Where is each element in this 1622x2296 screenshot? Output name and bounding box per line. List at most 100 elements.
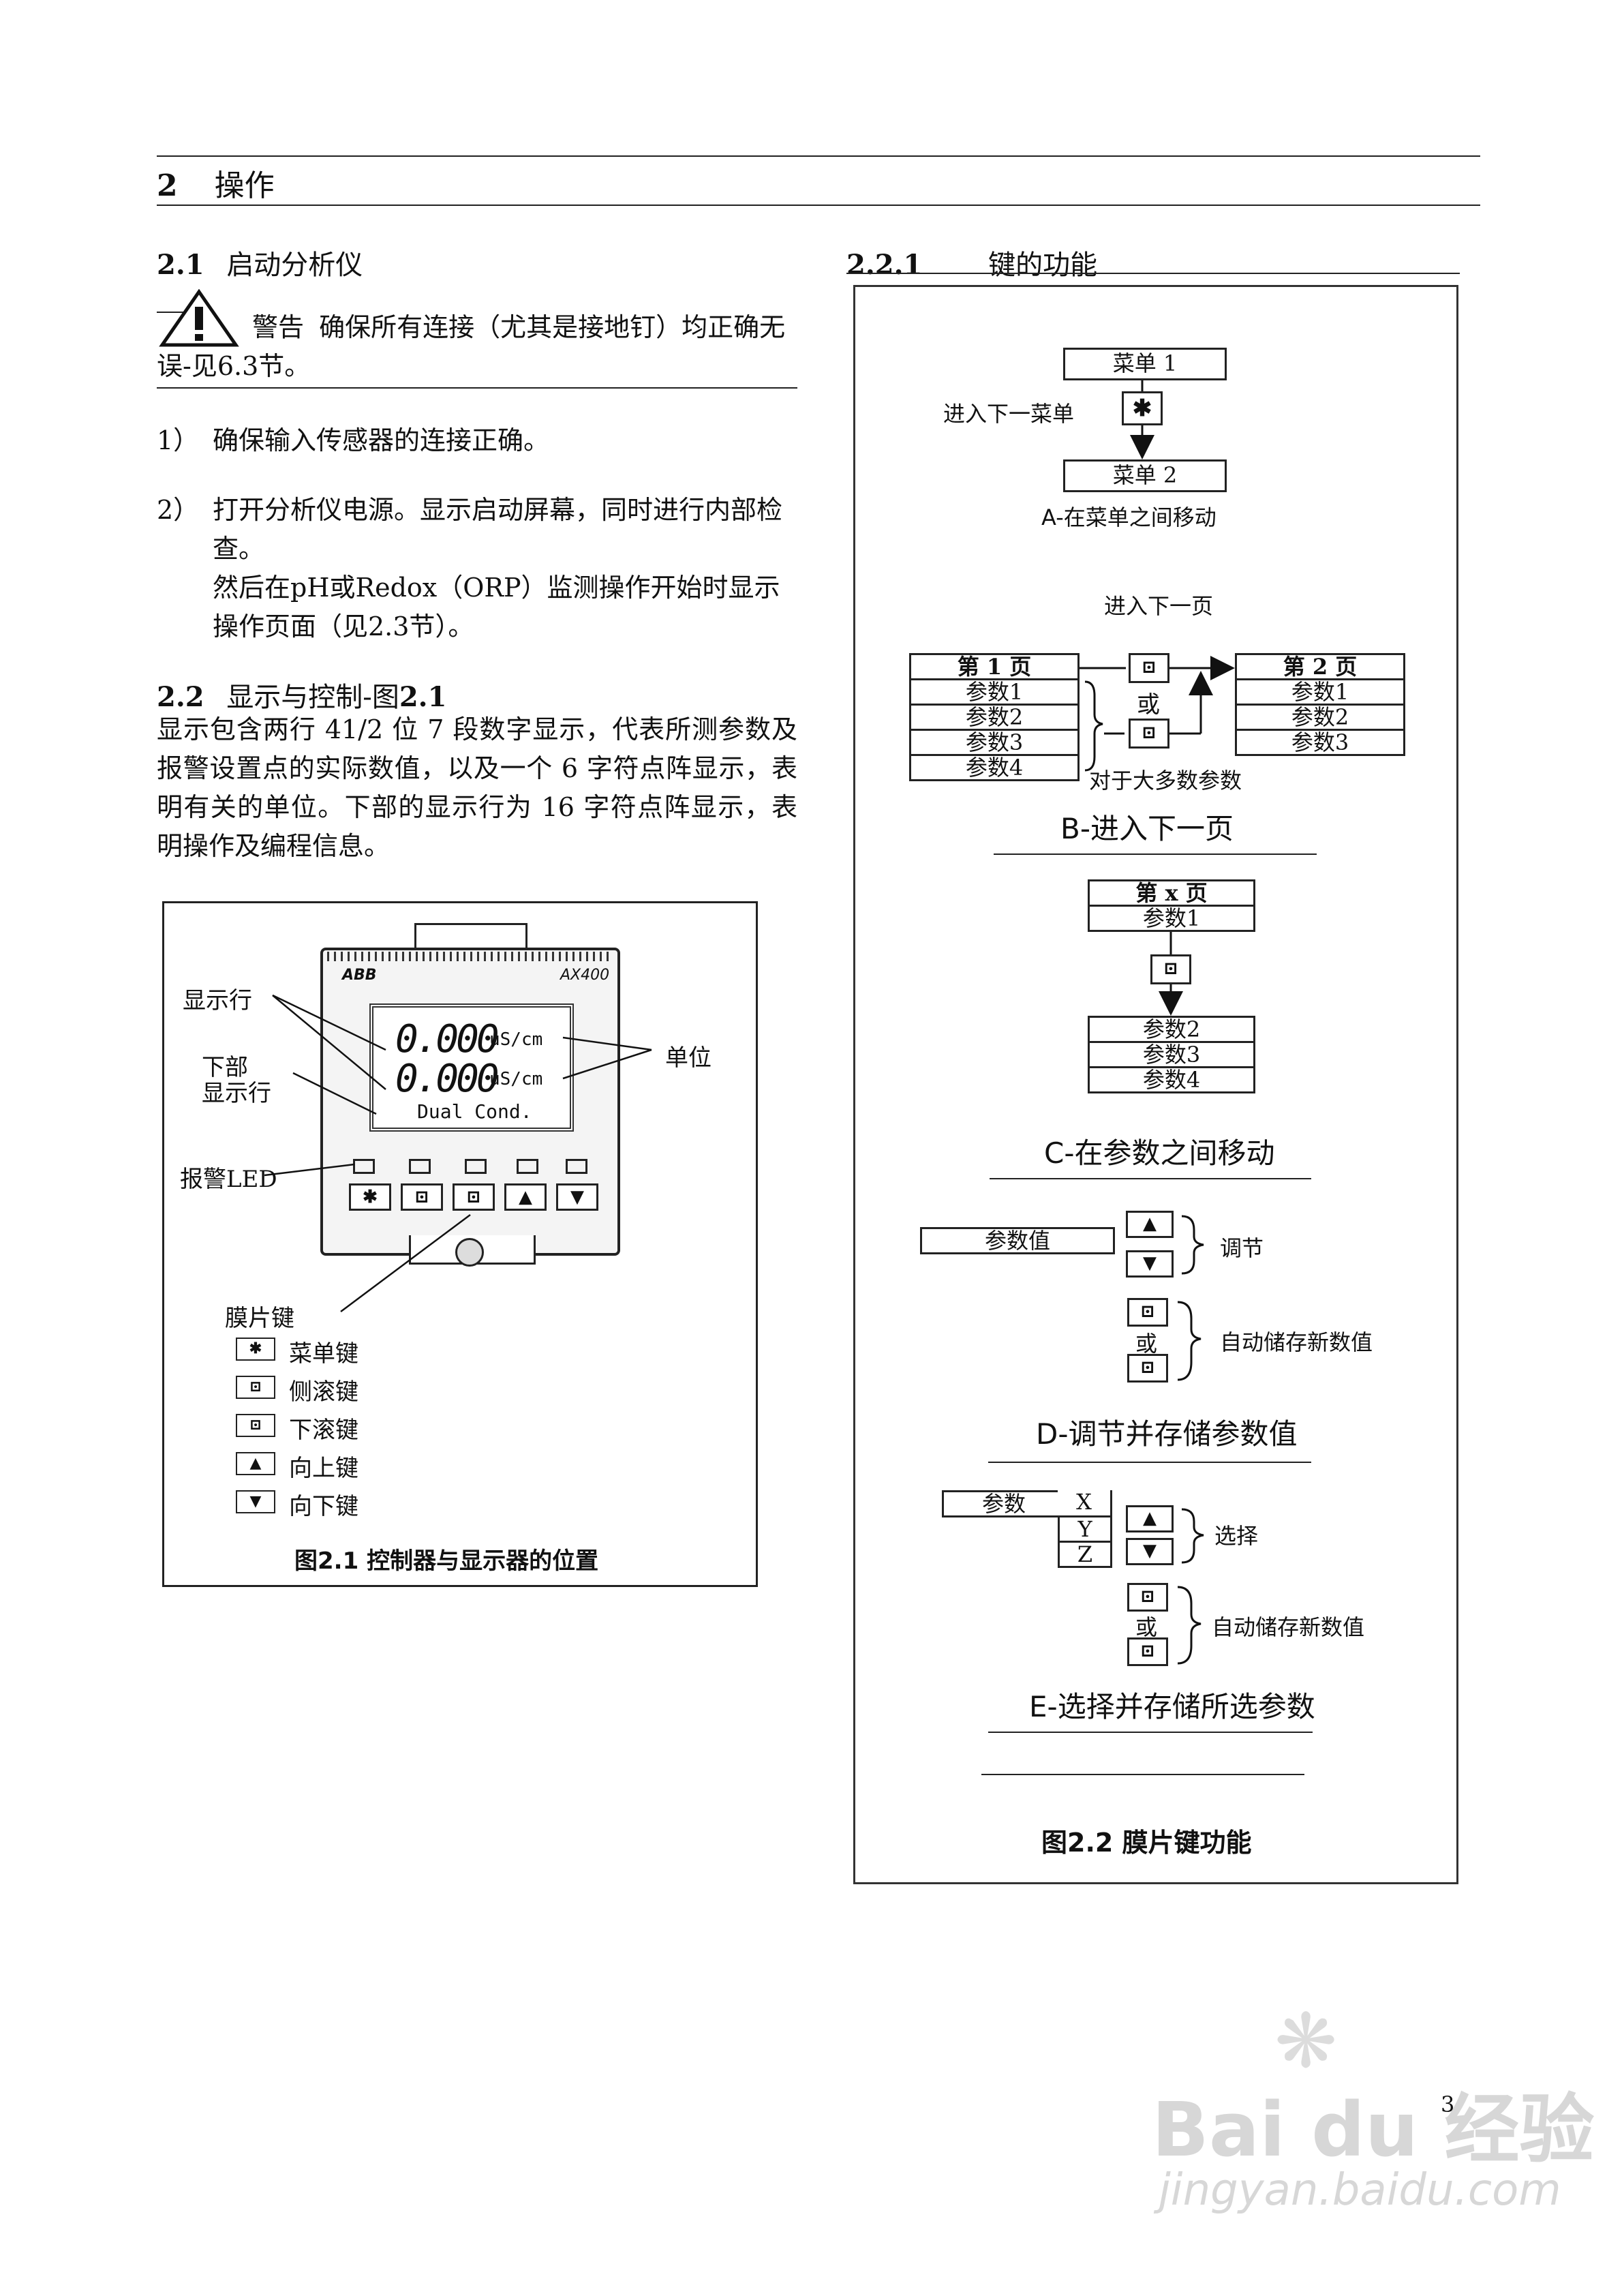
warning-rule-top xyxy=(157,312,198,313)
step1-text: 确保输入传感器的连接正确。 xyxy=(213,425,550,455)
caption-e: E-选择并存储所选参数 xyxy=(1029,1690,1315,1723)
s21-title: 启动分析仪 xyxy=(226,250,363,281)
caption-a: A-在菜单之间移动 xyxy=(1041,504,1216,530)
step2-num: 2） xyxy=(157,495,200,525)
watermark-brand-text: Bai du 经验 xyxy=(1152,2086,1595,2173)
watermark-brand: Bai du 经验 xyxy=(1152,2068,1594,2177)
next-page-label: 进入下一页 xyxy=(1104,593,1214,619)
label-lower-a: 下部 xyxy=(202,1054,248,1081)
caption-d: D-调节并存储参数值 xyxy=(1036,1417,1298,1451)
down-scroll-key-e[interactable]: ⊡ xyxy=(1127,1637,1168,1666)
s221-title: 键的功能 xyxy=(988,250,1098,281)
s221-heading: 2.2.1 键的功能 xyxy=(846,243,1097,282)
autosave-label-d: 自动储存新数值 xyxy=(1220,1329,1373,1355)
lcd-screen xyxy=(369,1003,574,1132)
warning-paragraph: 警告 确保所有连接（尤其是接地钉）均正确无误-见6.3节。 xyxy=(157,308,797,386)
page-2-header: 第 2 页 xyxy=(1235,653,1405,680)
divider-c xyxy=(990,1178,1311,1179)
device-up-key[interactable]: ▲ xyxy=(504,1183,547,1211)
model-label: AX400 xyxy=(560,967,610,984)
divider-b xyxy=(994,854,1317,855)
label-units: 单位 xyxy=(665,1044,711,1072)
s22-paragraph: 显示包含两行 41/2 位 7 段数字显示，代表所测参数及报警设置点的实际数值，… xyxy=(157,714,797,861)
figure-2-2 xyxy=(853,285,1458,1884)
device-down-scroll-key[interactable]: ⊡ xyxy=(453,1183,495,1211)
legend-down-key: 向下键 xyxy=(289,1493,358,1520)
lcd-unit-1: uS/cm xyxy=(489,1029,543,1050)
device-down-key[interactable]: ▼ xyxy=(556,1183,598,1211)
step2-text-a: 打开分析仪电源。显示启动屏幕，同时进行内部检查。 xyxy=(213,495,783,564)
up-key-e[interactable]: ▲ xyxy=(1126,1505,1174,1532)
device-side-scroll-key[interactable]: ⊡ xyxy=(401,1183,443,1211)
s22-title: 显示与控制-图 xyxy=(226,682,399,713)
option-z: Z xyxy=(1058,1541,1112,1568)
page-2-param-3: 参数3 xyxy=(1235,729,1405,756)
select-label: 选择 xyxy=(1214,1523,1259,1549)
legend-asterisk-icon: ✱ xyxy=(236,1338,275,1361)
legend-up-arrow-icon: ▲ xyxy=(236,1452,275,1475)
s22-title-bold: 2.1 xyxy=(399,681,447,713)
legend-down-scroll-key: 下滚键 xyxy=(289,1417,358,1444)
caption-c: C-在参数之间移动 xyxy=(1044,1136,1275,1170)
divider-d xyxy=(988,1462,1311,1463)
side-scroll-key-d[interactable]: ⊡ xyxy=(1127,1298,1168,1327)
section-number: 2 xyxy=(157,168,178,203)
down-key-d[interactable]: ▼ xyxy=(1126,1250,1174,1278)
option-x: X xyxy=(1058,1490,1112,1517)
autosave-label-e: 自动储存新数值 xyxy=(1212,1614,1365,1640)
label-lower-b: 显示行 xyxy=(202,1080,271,1107)
legend-side-scroll-key: 侧滚键 xyxy=(289,1378,358,1406)
divider-f xyxy=(981,1774,1304,1775)
warning-icon xyxy=(159,289,239,347)
page-1-param-4: 参数4 xyxy=(909,754,1080,781)
side-scroll-key-b-2[interactable]: ⊡ xyxy=(1129,719,1169,749)
device-screw xyxy=(455,1238,484,1267)
option-y: Y xyxy=(1058,1515,1112,1543)
down-key-e[interactable]: ▼ xyxy=(1126,1538,1174,1565)
warning-rule-bottom xyxy=(157,387,797,389)
paw-icon: ❋ xyxy=(1274,1997,1338,2085)
s221-rule xyxy=(846,273,1460,274)
legend-side-scroll-icon: ⊡ xyxy=(236,1376,275,1399)
alarm-led-5 xyxy=(566,1159,587,1174)
brand-logo: ABB xyxy=(342,967,377,984)
page-x-param-4: 参数4 xyxy=(1088,1066,1255,1093)
side-scroll-key-b-1[interactable]: ⊡ xyxy=(1129,653,1169,683)
down-scroll-key-d[interactable]: ⊡ xyxy=(1127,1354,1168,1383)
menu-2-box: 菜单 2 xyxy=(1063,459,1227,492)
adjust-label: 调节 xyxy=(1220,1235,1264,1261)
divider-e xyxy=(988,1732,1313,1733)
side-scroll-key-e[interactable]: ⊡ xyxy=(1127,1583,1168,1612)
page-2-param-2: 参数2 xyxy=(1235,704,1405,731)
step2-text-b: 然后在pH或Redox（ORP）监测操作开始时显示操作页面（见2.3节）。 xyxy=(213,573,780,641)
label-alarm-led: 报警LED xyxy=(180,1166,277,1193)
device-top-tab xyxy=(414,923,527,952)
heading-rule xyxy=(157,205,1480,206)
fig21-caption: 图2.1 控制器与显示器的位置 xyxy=(294,1547,599,1575)
s22-number: 2.2 xyxy=(157,681,204,713)
caption-b: B-进入下一页 xyxy=(1060,812,1234,845)
alarm-led-2 xyxy=(409,1159,431,1174)
step1-num: 1） xyxy=(157,425,200,455)
device-menu-key[interactable]: ✱ xyxy=(349,1183,391,1211)
legend-down-arrow-icon: ▼ xyxy=(236,1490,275,1513)
s22-heading: 2.2 显示与控制-图2.1 xyxy=(157,675,446,714)
alarm-led-1 xyxy=(353,1159,375,1174)
s21-number: 2.1 xyxy=(157,249,204,281)
up-key-d[interactable]: ▲ xyxy=(1126,1211,1174,1238)
or-e: 或 xyxy=(1135,1614,1158,1640)
device-grille xyxy=(327,952,613,961)
label-display-lines: 显示行 xyxy=(183,987,252,1014)
s221-number: 2.2.1 xyxy=(846,249,923,281)
lcd-unit-2: uS/cm xyxy=(489,1069,543,1089)
page-1-param-2: 参数2 xyxy=(909,704,1080,731)
warning-prefix: 警告 xyxy=(252,312,305,342)
warning-text: 确保所有连接（尤其是接地钉）均正确无误-见6.3节。 xyxy=(157,312,786,381)
menu-key-asterisk-icon[interactable]: ✱ xyxy=(1122,391,1163,425)
down-scroll-key-c[interactable]: ⊡ xyxy=(1150,954,1191,984)
fig22-caption: 图2.2 膜片键功能 xyxy=(1041,1828,1252,1858)
legend-down-scroll-icon: ⊡ xyxy=(236,1414,275,1437)
watermark-url: jingyan.baidu.com xyxy=(1159,2165,1561,2216)
next-menu-label: 进入下一菜单 xyxy=(943,401,1075,427)
or-d: 或 xyxy=(1135,1331,1158,1357)
